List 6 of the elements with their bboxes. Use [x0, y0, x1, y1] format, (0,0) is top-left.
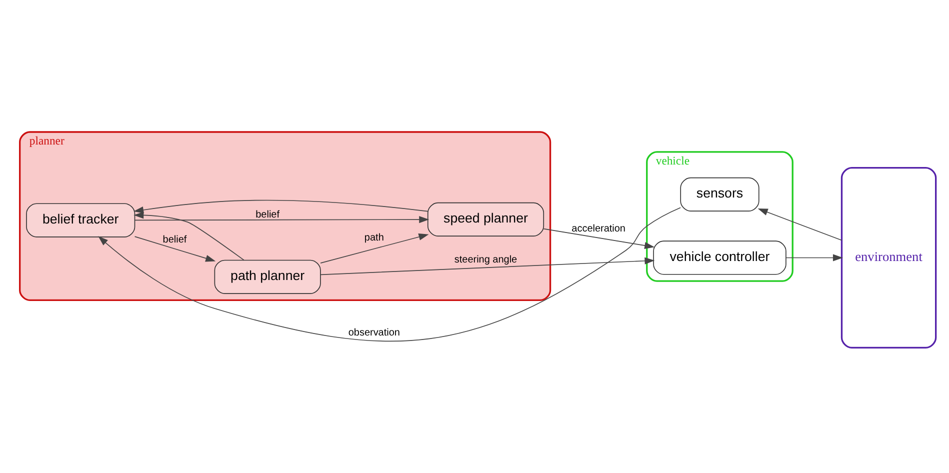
edge-label: belief [256, 209, 280, 220]
edge-label: path [364, 232, 384, 244]
edge-label: steering angle [454, 254, 518, 266]
edge-label: belief [162, 234, 187, 246]
edge-label: acceleration [572, 224, 626, 235]
edge-label: observation [348, 328, 400, 339]
